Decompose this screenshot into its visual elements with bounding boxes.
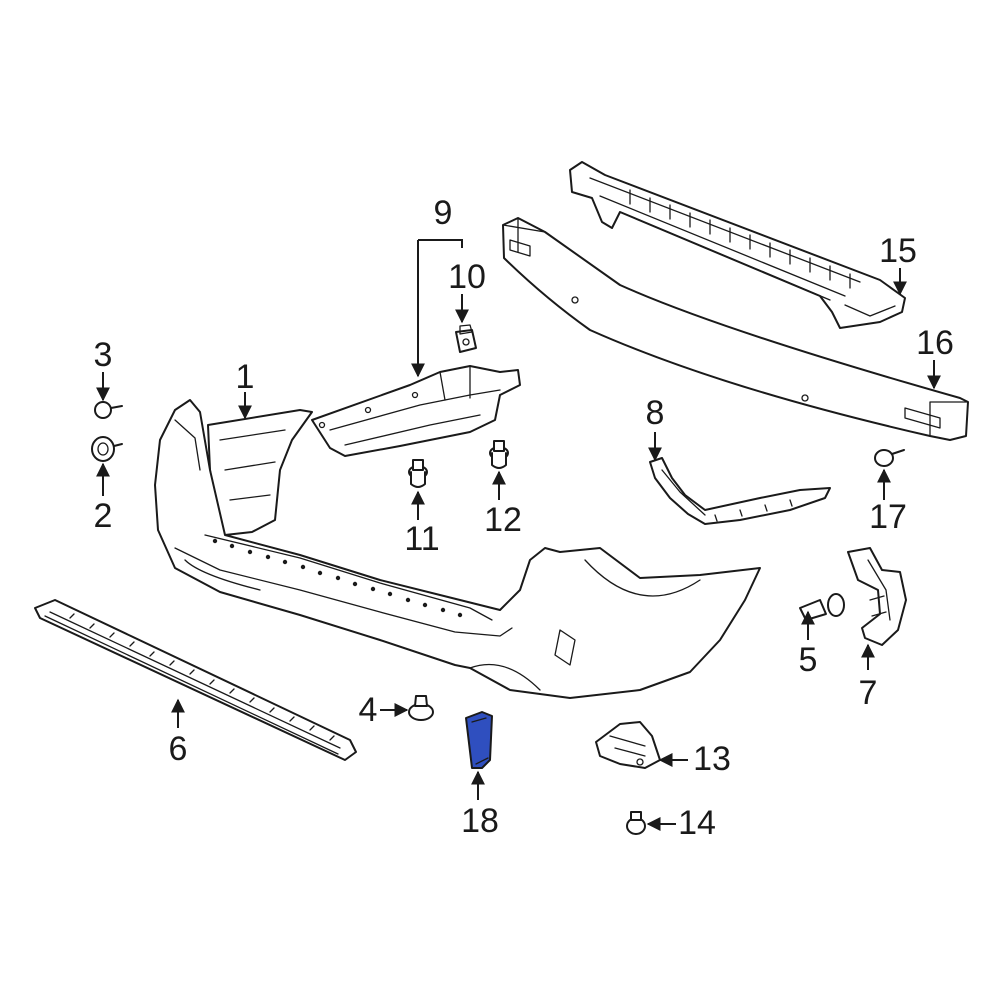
callout-9: 9: [434, 194, 453, 232]
callout-13: 13: [693, 740, 731, 778]
part-8-bracket[interactable]: [649, 457, 831, 525]
part-9-side-support[interactable]: [311, 365, 521, 457]
callout-5: 5: [799, 641, 818, 679]
callout-15: 15: [879, 232, 917, 270]
part-4-clip[interactable]: [408, 695, 434, 721]
callout-6: 6: [169, 730, 188, 768]
part-17-bolt[interactable]: [874, 449, 905, 467]
callout-labels: 1 2 3 4 5 6 7 8 9 10 11 12 13 14 15 16 1…: [94, 194, 954, 842]
bumper-cover[interactable]: [154, 399, 761, 699]
part-16-impact-bar[interactable]: [502, 217, 969, 441]
part-15-energy-absorber[interactable]: [569, 161, 906, 329]
part-3-screw[interactable]: [94, 401, 123, 419]
part-7-side-bracket[interactable]: [847, 547, 907, 646]
callout-16: 16: [916, 324, 954, 362]
callout-18: 18: [461, 802, 499, 840]
part-6-scuff-plate[interactable]: [34, 599, 357, 761]
part-11-clip[interactable]: [408, 459, 428, 488]
leader-lines: [96, 239, 941, 831]
callout-11: 11: [404, 520, 439, 558]
callout-12: 12: [484, 501, 522, 539]
callout-14: 14: [678, 804, 716, 842]
part-2-grommet[interactable]: [91, 436, 123, 462]
callout-2: 2: [94, 497, 113, 535]
callout-3: 3: [94, 336, 113, 374]
part-1-bracket[interactable]: [207, 409, 313, 536]
bumper-mount-holes: [212, 538, 463, 618]
callout-10: 10: [448, 258, 486, 296]
callout-1: 1: [236, 358, 255, 396]
part-12-clip[interactable]: [489, 440, 509, 469]
callout-8: 8: [646, 394, 665, 432]
part-18-reflector[interactable]: [465, 711, 493, 769]
part-14-bolt[interactable]: [626, 811, 646, 835]
callout-7: 7: [859, 674, 878, 712]
callout-4: 4: [359, 691, 378, 729]
part-5-push-pin[interactable]: [799, 593, 845, 621]
part-13-bracket[interactable]: [595, 721, 661, 769]
part-10-clip-nut[interactable]: [455, 324, 477, 353]
callout-17: 17: [869, 498, 907, 536]
